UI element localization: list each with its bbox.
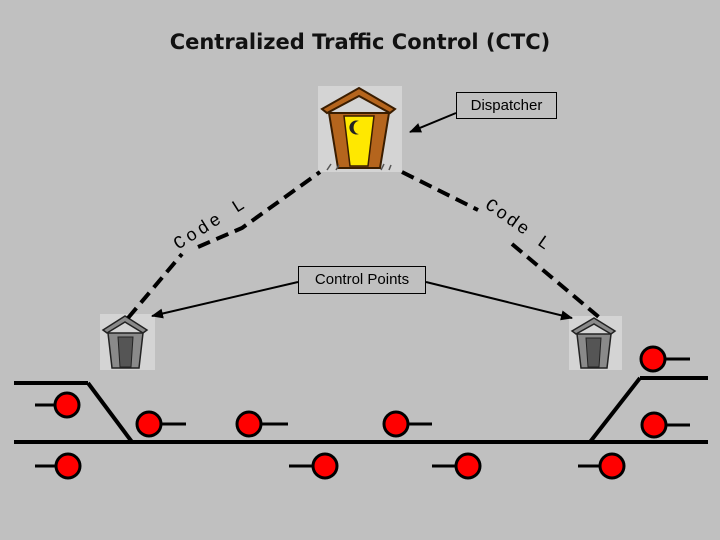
dispatcher-label: Dispatcher: [456, 92, 557, 119]
signal-4: [382, 410, 432, 438]
dispatcher-arrow: [409, 112, 457, 133]
control-point-house-left-icon: [100, 314, 155, 370]
control-points-arrow-left: [151, 281, 299, 319]
control-points-label: Control Points: [298, 266, 426, 294]
diagram-title: Centralized Traffic Control (CTC): [169, 30, 551, 54]
signal-9: [639, 345, 690, 373]
signal-3: [235, 410, 288, 438]
control-point-house-right-icon: [569, 316, 622, 370]
signal-7: [432, 452, 482, 480]
code-line-left: [126, 170, 322, 320]
signal-2: [135, 410, 186, 438]
control-points-arrow-right: [425, 281, 573, 321]
code-line-right: [401, 170, 602, 320]
signal-10: [640, 411, 690, 439]
track-layout: [14, 376, 708, 444]
signal-6: [289, 452, 339, 480]
signal-8: [578, 452, 626, 480]
signal-5: [35, 452, 82, 480]
signal-group: [35, 345, 690, 480]
dispatcher-house-icon: [318, 86, 402, 172]
signal-1: [35, 391, 81, 419]
